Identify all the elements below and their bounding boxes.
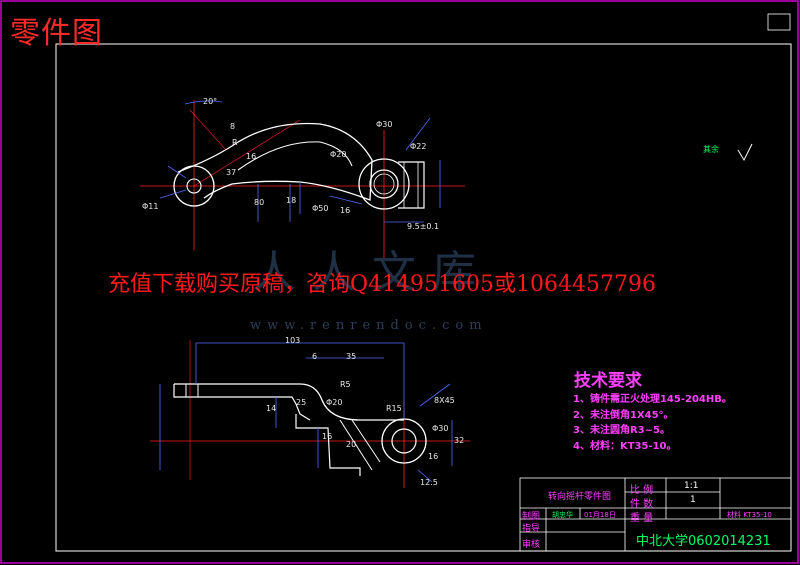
bottom_view-dimension-label: 16 — [322, 432, 333, 441]
designer-label: 指导 — [522, 524, 541, 534]
bottom_view-dimension-label: 12.5 — [420, 478, 438, 487]
bore-side — [391, 428, 417, 454]
left-bore — [186, 178, 202, 194]
top_view-dimension-label: Φ11 — [142, 202, 159, 211]
top_view-dimension-label: 16 — [246, 152, 257, 161]
qty-value: 1 — [690, 495, 696, 505]
top_view-dimension-label: 9.5±0.1 — [407, 222, 440, 231]
top_view-dimension-label: 18 — [286, 196, 297, 205]
drawn-name: 胡忠华 — [552, 511, 573, 519]
bottom_view-dimension-label: Φ20 — [326, 398, 343, 407]
arm-outline — [177, 122, 373, 201]
top_view-dimension-label: 80 — [254, 198, 265, 207]
side-outline — [173, 384, 311, 421]
tech-requirement-item: 1、铸件需正火处理145-204HB。 — [573, 394, 732, 405]
top_view-dimension-label: 16 — [340, 206, 351, 215]
side-outline — [174, 383, 404, 421]
roughness-symbol — [737, 143, 753, 162]
dim-line — [167, 165, 187, 179]
center-line — [189, 109, 227, 151]
right-bore-inner — [373, 173, 395, 195]
top_view-dimension-label: Φ30 — [376, 120, 393, 129]
bottom_view-dimension-label: 14 — [266, 404, 277, 413]
watermark-logo: 人人文库 — [252, 247, 492, 298]
top_view-dimension-label: Φ50 — [312, 204, 329, 213]
tech-requirement-item: 4、材料：KT35-10。 — [573, 441, 677, 452]
bottom_view-dimension-label: 32 — [454, 436, 465, 445]
dim-line — [184, 100, 223, 105]
center-line — [193, 119, 301, 187]
rib-line — [351, 419, 381, 463]
dim-line — [405, 117, 431, 151]
clamp-lug — [398, 161, 425, 209]
roughness-note: 其余 — [703, 145, 719, 154]
bottom_view-dimension-label: 103 — [285, 336, 301, 345]
promo-banner: 充值下载购买原稿，咨询Q414951605或1064457796 — [108, 272, 656, 297]
drawn-date: 01月18日 — [584, 511, 616, 519]
title-block-border — [519, 477, 792, 552]
arm-rib — [237, 141, 353, 171]
dim-line — [417, 469, 433, 483]
rib-line — [339, 419, 373, 471]
bottom_view-dimension-label: 16 — [428, 452, 439, 461]
part-name: 转向摇杆零件图 — [548, 492, 612, 502]
tech-requirement-item: 3、未注圆角R3~5。 — [573, 425, 670, 436]
bottom_view-dimension-label: R15 — [386, 404, 402, 413]
bottom_view-dimension-label: 35 — [346, 352, 357, 361]
top_view-dimension-label: Φ20 — [330, 150, 347, 159]
dim-line — [329, 195, 363, 205]
top_view-dimension-label: 37 — [226, 168, 237, 177]
corner-box — [767, 13, 791, 31]
tech-requirement-item: 2、未注倒角1X45°。 — [573, 410, 674, 421]
top_view-dimension-label: R — [232, 138, 238, 147]
watermark-url: www.renrendoc.com — [250, 318, 488, 333]
dim-line — [419, 383, 451, 407]
top_view-dimension-label: Φ22 — [410, 142, 427, 151]
reviewer-label: 审核 — [522, 540, 541, 550]
top_view-dimension-label: 8 — [230, 122, 236, 131]
top-view — [140, 100, 465, 260]
qty-label: 件 数 — [630, 499, 654, 510]
bottom_view-dimension-label: R5 — [340, 380, 351, 389]
bottom_view-dimension-label: 25 — [296, 398, 307, 407]
school-id: 中北大学0602014231 — [636, 534, 771, 549]
left-boss — [173, 165, 215, 207]
right-bore — [369, 169, 399, 199]
tech-requirements-heading: 技术要求 — [574, 371, 642, 391]
bottom_view-dimension-label: Φ30 — [432, 424, 449, 433]
right-boss — [358, 158, 410, 210]
side-outline — [295, 414, 361, 476]
scale-value: 1:1 — [684, 481, 699, 491]
bottom-view — [150, 340, 470, 488]
bottom_view-dimension-label: 6 — [312, 352, 318, 361]
drawn-label: 制图 — [522, 512, 541, 522]
bottom_view-dimension-label: 8X45 — [434, 396, 455, 405]
scale-label: 比 例 — [630, 485, 654, 496]
drawing-title: 零件图 — [10, 16, 103, 51]
bottom_view-dimension-label: 20 — [346, 440, 357, 449]
weight-label: 重 量 — [630, 513, 654, 524]
material: 材料 KT35-10 — [727, 511, 772, 519]
dim-line — [159, 189, 187, 199]
top_view-dimension-label: 20° — [203, 97, 218, 106]
inner-frame — [55, 43, 792, 552]
title-block — [519, 477, 792, 552]
